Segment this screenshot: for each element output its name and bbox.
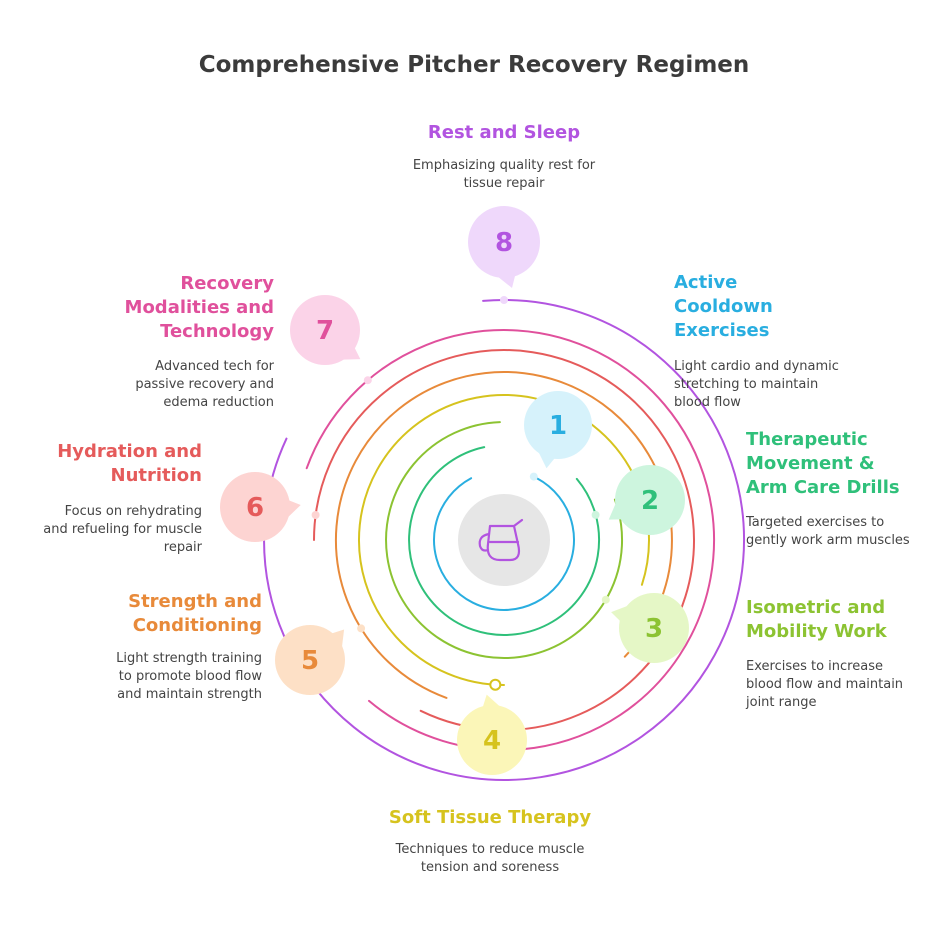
step-3-title-line: Isometric and [746, 597, 886, 618]
step-7-description: Advanced tech for passive recovery and e… [135, 359, 274, 410]
step-3-title-line: Mobility Work [746, 621, 887, 642]
step-8-description: Emphasizing quality rest for tissue repa… [412, 158, 596, 191]
step-4-title: Soft Tissue Therapy [340, 806, 640, 830]
step-number-6: 6 [246, 493, 264, 523]
step-7-title-line: Technology [160, 321, 274, 342]
ring-arc-7 [305, 329, 716, 752]
step-bubble-2 [615, 465, 685, 535]
ring-arc-3 [385, 421, 623, 660]
step-number-5: 5 [301, 646, 319, 676]
step-7-title-line: Modalities and [124, 297, 274, 318]
step-1-title-line: Exercises [674, 320, 770, 341]
step-1-title: Active Cooldown Exercises [674, 271, 773, 343]
step-4-description: Techniques to reduce muscle tension and … [395, 842, 585, 875]
step-2-title-line: Movement & [746, 453, 875, 474]
step-6-title: Hydration and Nutrition [2, 440, 202, 488]
ring-dot-1 [529, 472, 538, 481]
step-number-3: 3 [645, 614, 663, 644]
step-bubble-4 [457, 705, 527, 775]
step-3-title: Isometric and Mobility Work [746, 596, 887, 644]
step-number-8: 8 [495, 228, 513, 258]
ring-arc-5 [334, 371, 673, 699]
ring-dot-7 [363, 376, 372, 385]
step-2-description: Targeted exercises to gently work arm mu… [746, 515, 910, 548]
step-2-title-line: Arm Care Drills [746, 477, 900, 498]
ring-arc-8 [263, 299, 746, 781]
step-4-title-line: Soft Tissue Therapy [388, 807, 592, 828]
diagram-title: Comprehensive Pitcher Recovery Regimen [198, 52, 750, 78]
step-1-description: Light cardio and dynamic stretching to m… [674, 359, 839, 410]
step-bubble-5 [275, 625, 345, 695]
ring-dot-5 [357, 624, 366, 633]
center-disc [458, 494, 550, 586]
step-6-title-line: Nutrition [110, 465, 203, 486]
step-1-title-line: Active [674, 272, 738, 293]
step-1-title-line: Cooldown [674, 296, 773, 317]
ring-arc-2 [408, 446, 601, 636]
step-bubble-6 [220, 472, 290, 542]
step-3-description: Exercises to increase blood flow and mai… [746, 659, 904, 710]
ring-arc-6 [313, 349, 695, 731]
step-2-title-line: Therapeutic [746, 429, 868, 450]
ring-dot-2 [591, 510, 600, 519]
step-bubble-8 [468, 206, 540, 278]
step-2-title: Therapeutic Movement & Arm Care Drills [746, 428, 900, 500]
ring-dot-6 [311, 511, 320, 519]
ring-dot-4 [489, 678, 502, 691]
ring-dot-3 [601, 595, 610, 604]
step-5-title-line: Strength and [128, 591, 262, 612]
step-number-4: 4 [483, 726, 501, 756]
step-7-title-line: Recovery [180, 273, 274, 294]
pitcher-icon [478, 518, 524, 562]
ring-arc-1 [433, 477, 575, 611]
step-5-title: Strength and Conditioning [62, 590, 262, 638]
step-6-title-line: Hydration and [57, 441, 202, 462]
ring-dot-8 [500, 296, 508, 304]
step-bubble-1 [524, 391, 592, 459]
step-8-title: Rest and Sleep [354, 121, 654, 145]
step-5-description: Light strength training to promote blood… [116, 651, 262, 702]
step-6-description: Focus on rehydrating and refueling for m… [43, 504, 202, 555]
step-bubble-3 [619, 593, 689, 663]
step-8-title-line: Rest and Sleep [427, 122, 581, 143]
step-5-title-line: Conditioning [132, 615, 262, 636]
step-number-7: 7 [316, 316, 334, 346]
step-7-title: Recovery Modalities and Technology [74, 272, 274, 344]
step-number-2: 2 [641, 486, 659, 516]
step-number-1: 1 [549, 411, 567, 441]
step-bubble-7 [290, 295, 360, 365]
